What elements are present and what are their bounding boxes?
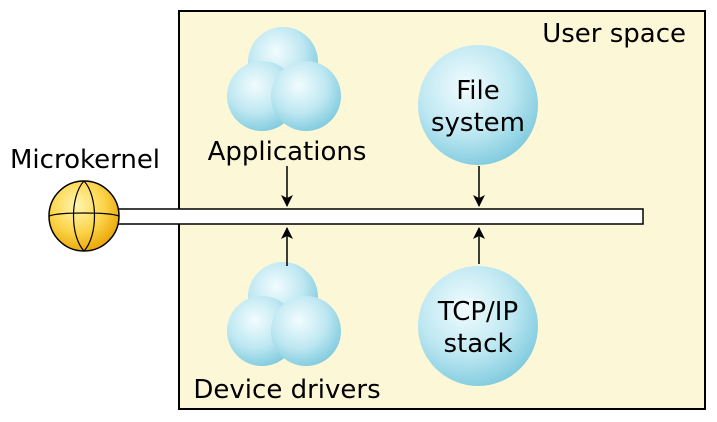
tcp-ip-label-line1: TCP/IP [437, 297, 518, 327]
file-system-label-line2: system [431, 108, 525, 138]
applications-bubbles [227, 27, 341, 131]
tcp-ip-stack-bubble [418, 266, 538, 386]
user-space-label: User space [542, 19, 686, 49]
applications-label: Applications [208, 137, 367, 167]
tcp-ip-label-line2: stack [443, 329, 512, 359]
device-drivers-bubbles [227, 262, 341, 366]
file-system-bubble [418, 45, 538, 165]
device-drivers-label: Device drivers [193, 375, 380, 405]
microkernel-sphere [48, 180, 120, 252]
kernel-bus [107, 208, 644, 225]
microkernel-label: Microkernel [10, 145, 160, 175]
file-system-label-line1: File [456, 76, 500, 106]
